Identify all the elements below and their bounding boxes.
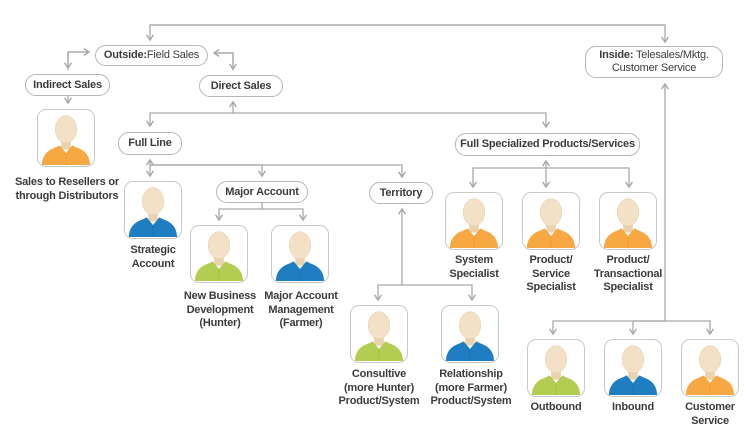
pill-territory: Territory	[369, 182, 433, 204]
label-product-service-specialist: Product/ Service Specialist	[526, 254, 576, 293]
label-strategic-account: Strategic Account	[130, 244, 176, 270]
pill-indirect-sales: Indirect Sales	[25, 74, 110, 96]
pill-rest-text: Telesales/Mktg. Customer Service	[611, 49, 709, 74]
label-consultive: Consultive (more Hunter) Product/System	[338, 368, 420, 407]
label-outbound: Outbound	[530, 401, 582, 413]
pill-bold-text: Outside:	[103, 49, 147, 61]
pill-bold-text: Inside:	[599, 49, 634, 61]
pill-label: Direct Sales	[210, 79, 272, 92]
label-major-account-management: Major Account Management (Farmer)	[264, 290, 338, 329]
person-icon	[685, 345, 735, 396]
pill-major-account: Major Account	[216, 181, 308, 203]
person-card-outbound	[527, 339, 585, 397]
label-customer-service: Customer Service	[685, 401, 735, 427]
pill-full-specialized: Full Specialized Products/Services	[455, 133, 640, 156]
pill-rest-text: Field Sales	[146, 49, 200, 61]
person-card-product-transactional-specialist	[599, 192, 657, 250]
person-icon	[531, 345, 581, 396]
person-icon	[449, 198, 499, 249]
person-icon	[526, 198, 576, 249]
label-relationship: Relationship (more Farmer) Product/Syste…	[430, 368, 512, 407]
person-card-consultive	[350, 305, 408, 363]
person-icon	[445, 311, 495, 362]
pill-outside-field-sales: Outside: Field Sales	[95, 45, 208, 66]
label-sales-to-resellers: Sales to Resellers or through Distributo…	[14, 176, 120, 202]
person-icon	[354, 311, 404, 362]
pill-inside-telesales: Inside: Telesales/Mktg. Customer Service	[585, 46, 723, 78]
person-card-system-specialist	[445, 192, 503, 250]
pill-label: Full Line	[128, 137, 172, 149]
person-icon	[275, 231, 325, 282]
pill-direct-sales: Direct Sales	[199, 75, 283, 97]
person-icon	[128, 187, 178, 238]
person-card-customer-service	[681, 339, 739, 397]
person-icon	[41, 115, 91, 166]
person-card-relationship	[441, 305, 499, 363]
pill-label: Territory	[379, 186, 423, 199]
label-system-specialist: System Specialist	[449, 254, 499, 280]
label-new-business-development: New Business Development (Hunter)	[183, 290, 257, 329]
person-card-product-service-specialist	[522, 192, 580, 250]
pill-full-line: Full Line	[118, 132, 182, 155]
pill-label: Indirect Sales	[33, 78, 102, 91]
label-product-transactional-specialist: Product/ Transactional Specialist	[593, 254, 663, 293]
pill-label: Full Specialized Products/Services	[460, 138, 635, 150]
label-inbound: Inbound	[612, 401, 654, 413]
pill-label: Major Account	[225, 185, 299, 198]
person-icon	[608, 345, 658, 396]
person-icon	[603, 198, 653, 249]
person-card-new-business-development	[190, 225, 248, 283]
person-card-inbound	[604, 339, 662, 397]
person-card-strategic-account	[124, 181, 182, 239]
person-card-major-account-management	[271, 225, 329, 283]
person-card-sales-to-resellers	[37, 109, 95, 167]
person-icon	[194, 231, 244, 282]
